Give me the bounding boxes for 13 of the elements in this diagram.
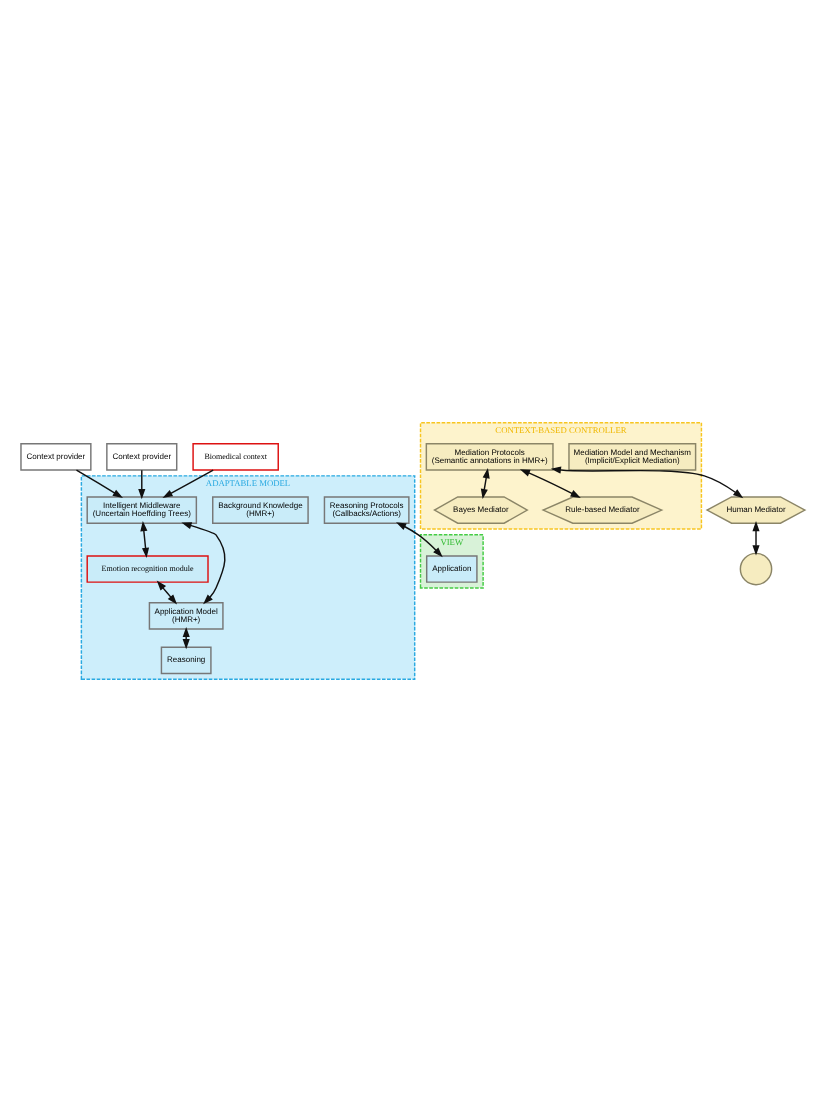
arrow <box>519 468 581 497</box>
arrow <box>156 579 178 604</box>
arrow <box>162 468 214 497</box>
arrow <box>75 468 123 497</box>
node-circle <box>739 551 773 585</box>
arrow <box>396 521 443 557</box>
arrow <box>181 521 226 604</box>
arrow <box>550 465 744 498</box>
arrow <box>182 625 190 649</box>
arrow <box>138 468 146 499</box>
arrow <box>140 520 150 558</box>
arrow <box>480 467 490 499</box>
arrow <box>752 520 760 555</box>
